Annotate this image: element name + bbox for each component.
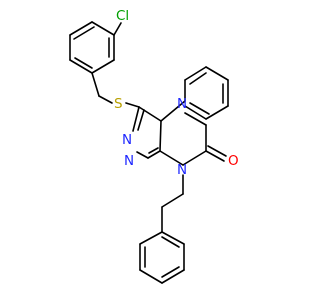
bond [147,150,161,159]
bond [125,102,140,108]
bond [69,21,93,36]
nitrogen-atom-label: N [177,96,187,112]
bond [139,269,163,284]
bond [184,66,207,81]
bond [69,59,93,74]
bond [74,57,93,69]
bond [184,105,207,120]
bond [189,102,210,115]
bond [139,231,163,245]
bond [91,72,100,97]
bond [205,66,229,81]
chlorine-atom-label: Cl [116,8,129,24]
bond [137,109,145,131]
bond [91,59,115,74]
bond [189,72,207,85]
nitrogen-atom-label: N [124,153,134,169]
bond [148,147,159,154]
bond [159,150,184,166]
sulfur-atom-label: S [114,96,123,112]
bonds [69,21,229,284]
bond [161,269,185,284]
oxygen-atom-label: O [228,153,239,169]
bond [159,120,162,152]
bond [161,193,184,208]
bond [161,236,180,248]
nitrogen-atom-label: N [177,162,187,178]
molecule-structure: Cl S N N N N O [69,8,239,284]
bond [136,151,149,159]
bond [182,150,207,166]
bond [161,266,180,278]
bond [161,231,185,245]
bond [98,95,113,104]
bond [205,150,225,162]
bond [138,106,162,122]
bond [207,145,227,157]
bond [113,22,122,36]
bond [205,105,229,120]
bond [73,26,95,40]
bond [91,21,115,36]
bond [160,100,186,122]
bond [132,106,140,132]
atom-labels: Cl S N N N N O [114,8,239,178]
nitrogen-atom-label: N [122,132,132,148]
bond [184,112,207,126]
